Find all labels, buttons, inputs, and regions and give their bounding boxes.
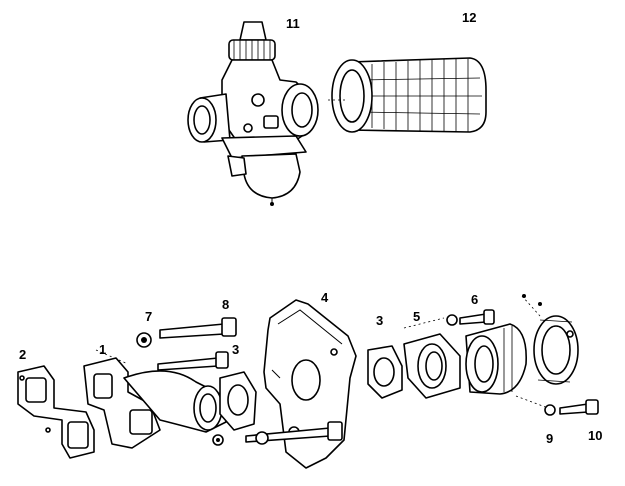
label-part-11: 11 bbox=[286, 16, 300, 31]
rubber-adaptor bbox=[465, 323, 527, 395]
heat-shield-bracket bbox=[263, 299, 357, 469]
bolt-middle bbox=[157, 351, 229, 371]
label-part-9: 9 bbox=[546, 431, 554, 446]
label-part-3-left: 3 bbox=[232, 342, 240, 357]
bolt-long-lower bbox=[212, 421, 343, 446]
inlet-manifold bbox=[83, 357, 227, 449]
label-part-12: 12 bbox=[462, 10, 477, 25]
bolt-long-upper bbox=[159, 317, 237, 339]
label-part-4: 4 bbox=[321, 290, 329, 305]
flange-gasket-right bbox=[367, 345, 403, 399]
washer-lower-right bbox=[544, 404, 556, 416]
hose-clamp bbox=[521, 294, 579, 385]
label-part-3-right: 3 bbox=[376, 313, 384, 328]
nut-upper bbox=[136, 332, 152, 348]
label-part-1: 1 bbox=[99, 342, 107, 357]
gasket-left bbox=[17, 365, 95, 459]
label-part-7: 7 bbox=[145, 309, 153, 324]
label-part-6: 6 bbox=[471, 292, 479, 307]
carburettor bbox=[187, 21, 319, 206]
label-part-8: 8 bbox=[222, 297, 230, 312]
air-filter bbox=[328, 57, 487, 133]
spacer-block bbox=[403, 333, 461, 399]
flange-gasket-left bbox=[219, 371, 257, 431]
label-part-10: 10 bbox=[588, 428, 603, 443]
label-part-5: 5 bbox=[413, 309, 421, 324]
label-part-2: 2 bbox=[19, 347, 27, 362]
bolt-spacer bbox=[446, 309, 495, 326]
bolt-lower-right bbox=[559, 399, 599, 415]
